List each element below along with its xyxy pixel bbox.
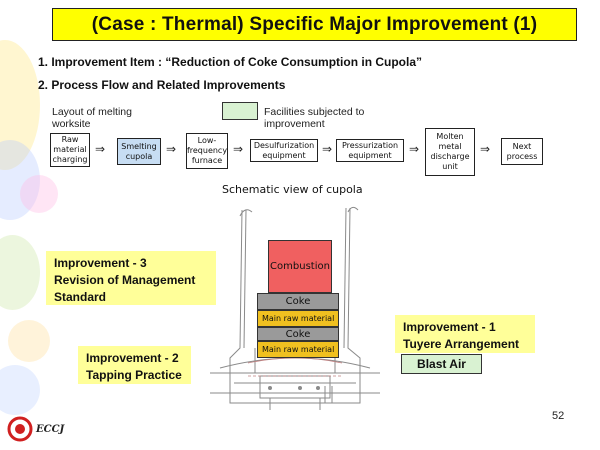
cupola-layer-combustion: Combustion [268,240,332,293]
improvement-3-box: Improvement - 3 Revision of Management S… [46,251,216,305]
improvement-1-box: Improvement - 1 Tuyere Arrangement [395,315,535,353]
cupola-layer-raw-material: Main raw material [257,310,339,327]
flow-arrow-icon: ⇒ [322,142,333,156]
blast-air-label: Blast Air [401,354,482,374]
improvement-2-box: Improvement - 2 Tapping Practice [78,346,191,384]
decoration-bubble [0,235,40,310]
flow-arrow-icon: ⇒ [480,142,491,156]
page-number: 52 [552,410,565,422]
flow-step-raw-material: Raw material charging [50,133,90,167]
flow-arrow-icon: ⇒ [409,142,420,156]
decoration-bubble [0,365,40,415]
cupola-layer-coke: Coke [257,293,339,310]
flow-arrow-icon: ⇒ [166,142,177,156]
flow-step-molten-metal-discharge: Molten metal discharge unit [425,128,475,176]
flow-step-desulfurization: Desulfurization equipment [250,139,318,162]
flow-step-low-frequency-furnace: Low-frequency furnace [186,133,228,169]
slide-title: (Case : Thermal) Specific Major Improvem… [52,8,577,41]
eccj-logo-icon [7,416,33,442]
eccj-logo-text: ECCJ [36,424,65,435]
flow-step-smelting-cupola: Smelting cupola [117,138,161,165]
process-flow-heading: 2. Process Flow and Related Improvements [38,78,286,92]
schematic-title: Schematic view of cupola [222,183,363,196]
legend-swatch [222,102,258,120]
cupola-layer-raw-material: Main raw material [257,341,339,358]
cupola-schematic-drawing [210,206,380,410]
decoration-bubble [8,320,50,362]
flow-arrow-icon: ⇒ [233,142,244,156]
legend-label: Facilities subjected to improvement [264,106,365,130]
flow-step-pressurization: Pressurization equipment [336,139,404,162]
flow-arrow-icon: ⇒ [95,142,106,156]
flow-step-next-process: Next process [501,138,543,165]
improvement-item-heading: 1. Improvement Item : “Reduction of Coke… [38,55,423,69]
layout-label: Layout of melting worksite [52,106,132,130]
decoration-bubble [20,175,58,213]
cupola-layer-coke: Coke [257,327,339,341]
